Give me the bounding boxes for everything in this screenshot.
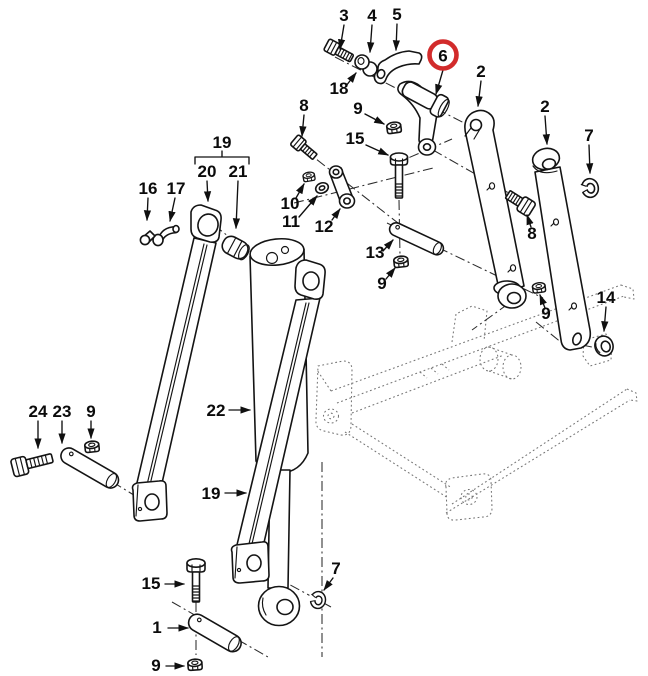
callout-17[interactable]: 17 [167,179,186,223]
part-number[interactable]: 2 [540,97,549,116]
bolt-3-drawing [323,38,355,63]
part-number[interactable]: 2 [476,62,485,81]
callout-1[interactable]: 1 [152,618,190,637]
part-number[interactable]: 8 [299,96,308,115]
callout-12[interactable]: 12 [315,208,341,236]
nut-9-bottom-drawing [186,657,204,672]
part-number[interactable]: 24 [29,402,48,421]
lift-arm-left-drawing [131,204,222,522]
part-number[interactable]: 15 [346,129,365,148]
nut-9-mid-drawing [392,254,410,269]
part-number[interactable]: 12 [315,217,334,236]
part-number[interactable]: 3 [339,6,348,25]
callout-22[interactable]: 22 [207,401,252,420]
bushing-4-18-drawing [354,54,378,77]
bolt-15-upper-drawing [389,152,409,199]
snap-ring-7-upper-drawing [576,176,601,201]
callout-2-upper[interactable]: 2 [475,62,486,108]
callout-16[interactable]: 16 [139,179,158,222]
part-number[interactable]: 5 [392,5,401,24]
pin-1-drawing [187,613,242,653]
part-number[interactable]: 9 [541,304,550,323]
nut-9-right-drawing [531,281,547,295]
pin-23-drawing [60,447,120,489]
callout-8-left[interactable]: 8 [299,96,309,138]
callout-9-bottom[interactable]: 9 [151,656,186,675]
callouts: 3 4 5 6 2 2 7 18 [29,5,616,675]
part-number[interactable]: 8 [527,224,536,243]
callout-9-upper[interactable]: 9 [353,99,385,125]
callout-15-lower[interactable]: 15 [142,574,186,593]
bolt-8-right-drawing [504,190,536,217]
callout-9-mid[interactable]: 9 [377,267,396,293]
part-number[interactable]: 9 [353,99,362,118]
lift-arm-right-drawing [230,259,326,584]
callout-11[interactable]: 11 [282,195,318,231]
part-number[interactable]: 10 [281,194,300,213]
part-number[interactable]: 20 [198,162,217,181]
highlight-circle [427,39,459,71]
part-number[interactable]: 14 [597,288,616,307]
bolt-15-lower-drawing [186,557,206,603]
part-number[interactable]: 7 [584,126,593,145]
part-number[interactable]: 6 [438,47,447,66]
part-number[interactable]: 16 [139,179,158,198]
callout-9-left[interactable]: 9 [86,402,96,440]
snap-ring-7-lower-drawing [306,589,328,611]
callout-10[interactable]: 10 [281,183,305,213]
bushing-21-drawing [221,235,250,261]
callout-6-highlighted[interactable]: 6 [427,39,459,96]
callout-2-lower[interactable]: 2 [540,97,550,146]
callout-7-lower[interactable]: 7 [323,559,341,591]
nut-9-upper-drawing [385,120,403,135]
callout-13[interactable]: 13 [366,239,394,262]
part-number[interactable]: 21 [229,162,248,181]
callout-23[interactable]: 23 [53,402,72,445]
callout-19-group[interactable]: 19 [194,133,250,165]
nut-10-drawing [301,170,317,183]
callout-3[interactable]: 3 [338,6,349,51]
callout-5[interactable]: 5 [392,5,402,52]
lift-link-2-first-drawing [464,109,527,309]
callout-19-lower[interactable]: 19 [202,484,248,503]
part-number[interactable]: 11 [282,212,300,231]
bracket-5-drawing [373,50,423,85]
part-number[interactable]: 9 [151,656,160,675]
bolt-24-drawing [10,453,54,478]
part-number[interactable]: 22 [207,401,226,420]
part-number[interactable]: 13 [366,243,385,262]
grease-fitting-drawing [139,224,180,247]
callout-18[interactable]: 18 [330,72,357,98]
ring-14-drawing [594,335,614,357]
part-number[interactable]: 7 [331,559,340,578]
lift-link-2-second-drawing [531,147,592,351]
callout-15-upper[interactable]: 15 [346,129,389,156]
part-number[interactable]: 19 [202,484,221,503]
part-number[interactable]: 19 [213,133,232,152]
part-number[interactable]: 1 [152,618,161,637]
part-number[interactable]: 23 [53,402,72,421]
callout-8-right[interactable]: 8 [526,213,537,243]
callout-4[interactable]: 4 [367,6,377,54]
callout-21[interactable]: 21 [229,162,248,230]
callout-24[interactable]: 24 [29,402,48,450]
bolt-8-left-drawing [290,134,318,160]
pin-13-drawing [388,221,445,256]
part-number[interactable]: 9 [86,402,95,421]
part-number[interactable]: 9 [377,274,386,293]
callout-14[interactable]: 14 [597,288,616,333]
part-number[interactable]: 15 [142,574,161,593]
part-number[interactable]: 17 [167,179,186,198]
nut-9-left-drawing [83,439,101,454]
washer-11-drawing [314,181,330,195]
pin-6-drawing [401,81,450,118]
part-number[interactable]: 18 [330,79,349,98]
callout-9-right[interactable]: 9 [539,293,551,323]
callout-20[interactable]: 20 [198,162,217,203]
part-number[interactable]: 4 [367,6,377,25]
link-12-drawing [328,165,356,209]
callout-7-upper[interactable]: 7 [584,126,594,175]
